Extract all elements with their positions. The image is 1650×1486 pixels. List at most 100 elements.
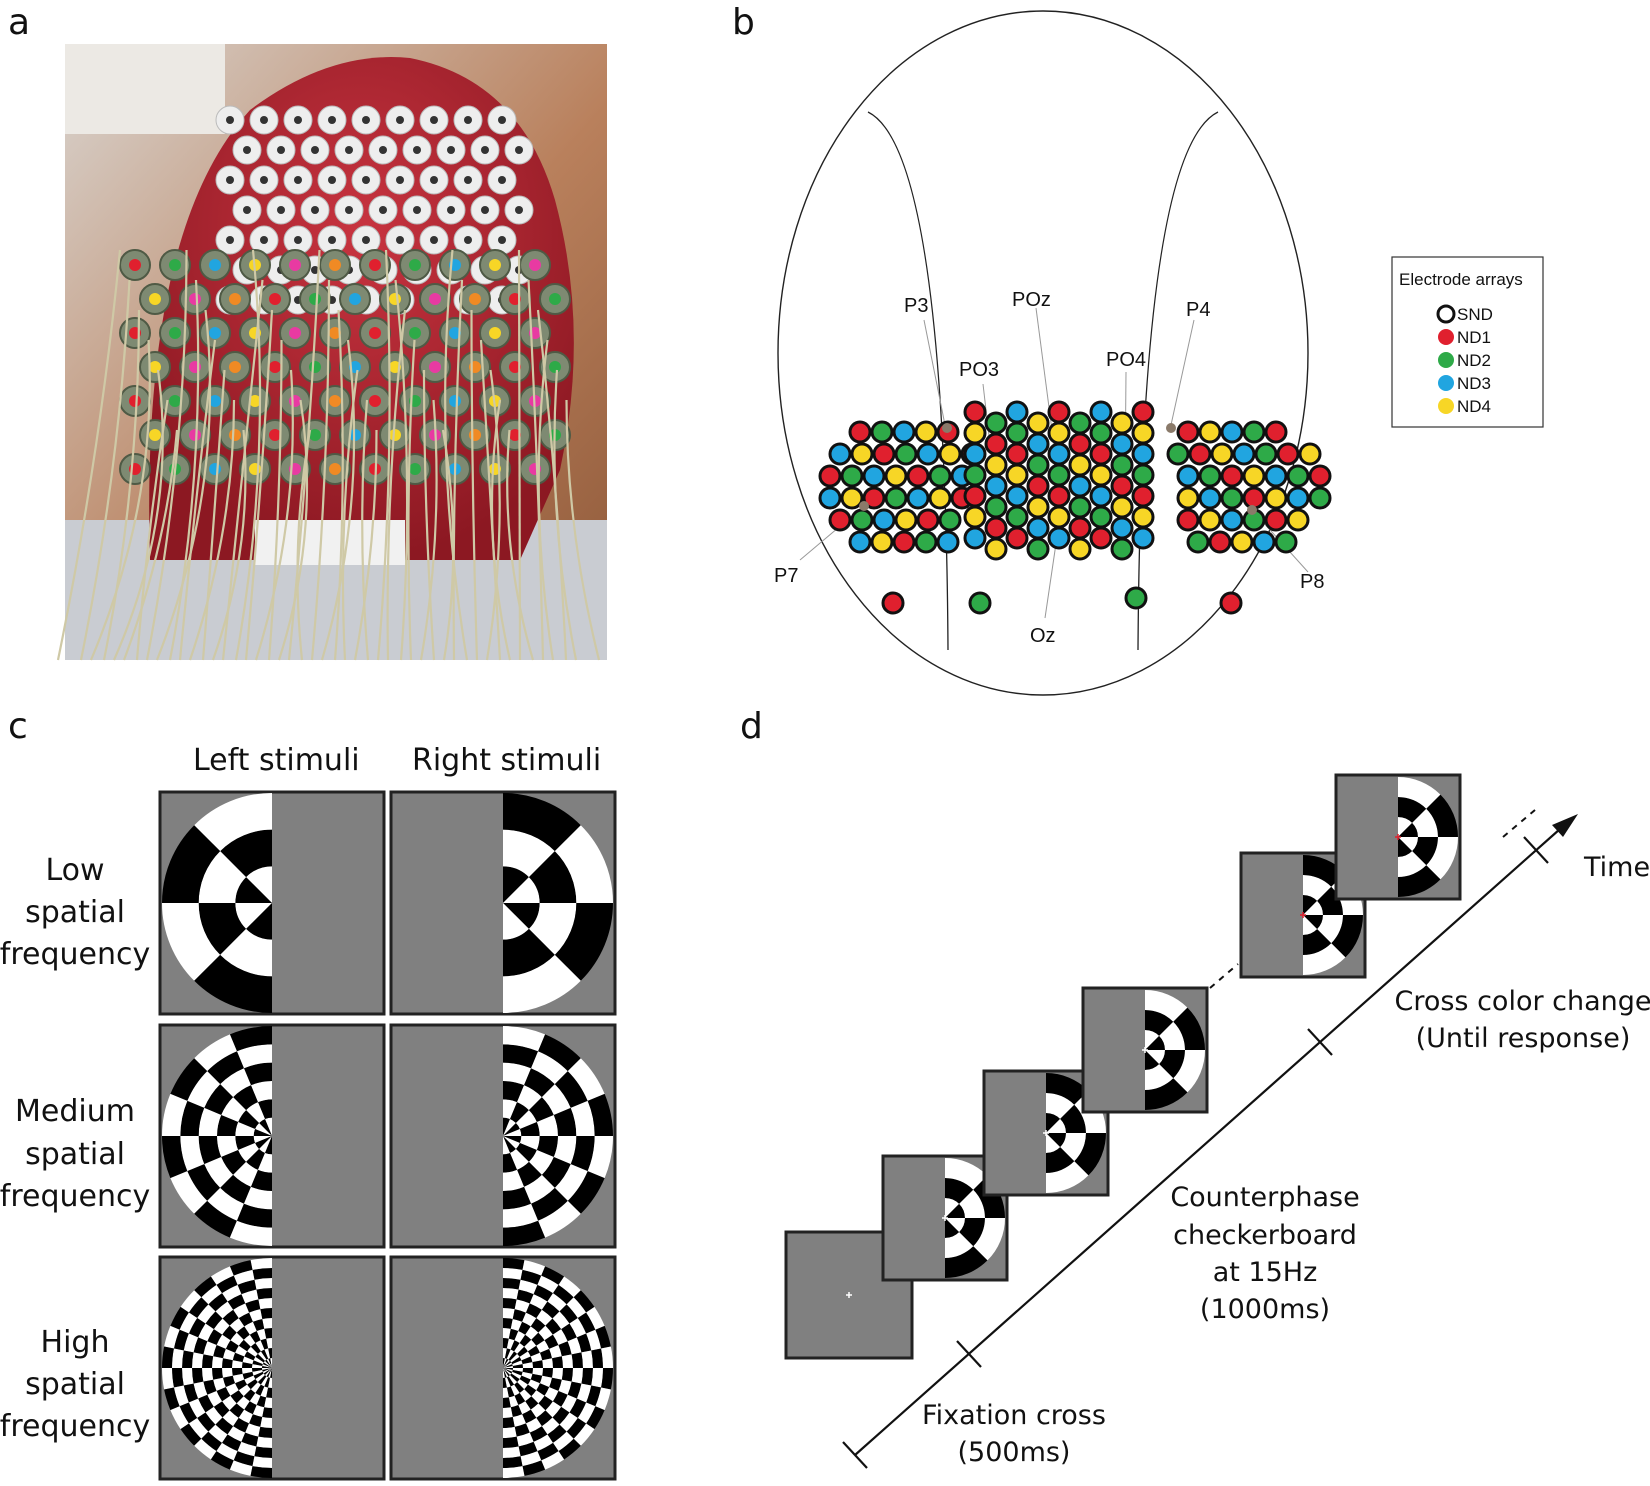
label-p4: P4 [1186,299,1210,321]
time-arrowhead [1552,814,1578,837]
electrode [1252,530,1276,554]
checker-cell [236,1396,250,1410]
continuation-dashes-mid [1209,963,1239,989]
checker-cell [255,1136,272,1149]
checker-cell [262,1368,272,1374]
checker-cell [170,1406,189,1430]
cap-electrode-marker [289,259,301,271]
checker-cell [249,1331,261,1344]
checker-cell [529,1294,548,1310]
cap-electrode-marker [129,395,141,407]
cap-wire [333,309,344,661]
electrode [1047,484,1071,508]
checker-cell [503,1366,513,1368]
checker-cell [522,1260,546,1276]
checker-cell [503,1117,511,1136]
checker-cell [1145,1078,1188,1110]
checker-cell [222,1309,239,1326]
checker-cell [569,1317,587,1338]
checker-cell [945,1158,988,1190]
electrode [1005,421,1029,445]
checker-cell [243,1389,256,1402]
checker-cell [503,1268,523,1280]
checker-cell [252,1369,263,1376]
cap-wire [394,279,409,661]
checker-cell [268,1368,272,1378]
cap-electrode-marker [189,293,201,305]
checker-cell [250,1466,272,1478]
checker-cell [162,903,221,981]
checker-cell [503,1360,512,1368]
checker-cell [503,1081,525,1103]
checker-cell [516,1432,534,1447]
checker-cell [230,1332,244,1346]
checker-cell [201,1431,222,1452]
checker-cell [552,1406,570,1425]
checker-cell [1145,1010,1174,1036]
electrode [1005,505,1029,529]
cap-electrode-hole [498,236,506,244]
cap-electrode-hole [379,146,387,154]
checker-cell [530,1318,546,1333]
electrode [1005,400,1029,424]
checker-cell [531,1051,568,1085]
electrode [1005,526,1029,550]
checker-cell [503,903,529,940]
electrode [1131,400,1155,424]
cap-electrode-hole [243,146,251,154]
checker-cell [573,1423,595,1446]
checker-cell [522,1368,533,1374]
electrode [1089,421,1113,445]
checker-cell [503,1368,513,1372]
checker-cell [198,1136,222,1165]
checker-cell [192,1352,204,1368]
checker-cell [225,1340,239,1353]
checker-cell [503,1136,522,1144]
checkerboard-pattern [1398,777,1458,897]
cap-wire [517,249,522,661]
checker-cell [238,1339,251,1352]
checker-cell [518,1279,538,1295]
checkerboard-pattern [503,1258,613,1478]
checker-cell [229,1318,245,1333]
checker-cell [571,1368,583,1384]
checker-cell [536,1410,553,1427]
checker-cell [519,1334,532,1347]
checker-cell [1426,794,1458,837]
checker-cell [511,1356,522,1365]
checker-cell [945,1178,974,1204]
checker-cell [264,1377,271,1388]
cap-wire [267,339,283,661]
checker-cell [945,1232,974,1258]
checker-cell [180,1100,205,1136]
checker-cell [518,1321,531,1335]
checker-cell [194,1276,217,1298]
electrode [818,486,842,510]
checker-cell [591,1368,603,1388]
checker-cell [202,1354,214,1368]
checker-cell [510,1148,529,1170]
checker-cell [577,1312,596,1334]
cap-electrode-hole [226,176,234,184]
cap-wire [79,279,131,661]
electrode [1047,400,1071,424]
checker-cell [1145,1030,1160,1050]
checker-cell [266,1358,272,1368]
electrode [1298,442,1322,466]
cap-electrode-marker [229,293,241,305]
electrode [1047,421,1071,445]
checker-cell [194,1438,217,1460]
legend-swatch-nd1 [1438,329,1454,345]
checker-cell [180,1423,202,1446]
checker-cell [538,1395,553,1411]
checker-cell [553,1431,574,1452]
checker-cell [235,1379,248,1391]
checker-cell [522,1362,533,1368]
checker-cell [503,1258,525,1270]
electrode [1276,442,1300,466]
checker-cell [204,1157,234,1188]
checker-cell [533,1284,554,1302]
electrode [984,516,1008,540]
checker-cell [530,1352,543,1363]
